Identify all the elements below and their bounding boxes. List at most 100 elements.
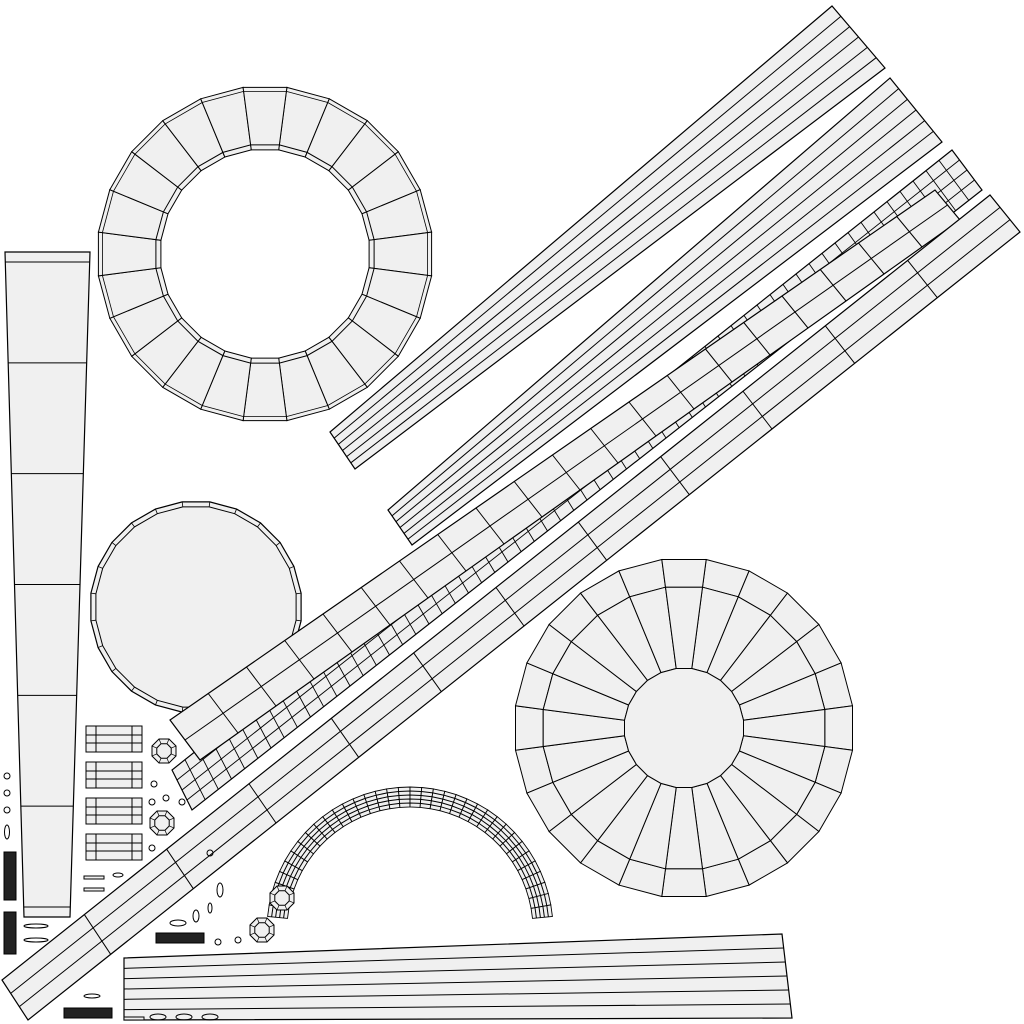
uv-diagonal-strip-5-segment-edge (166, 848, 194, 889)
uv-strip-bottom-loop-edge (123, 947, 784, 969)
uv-small-octagon-edge (156, 830, 160, 836)
uv-small-circle (162, 794, 170, 802)
uv-small-bar (83, 875, 105, 880)
uv-small-octagon-edge (269, 924, 275, 928)
uv-fan-disc-right (514, 558, 854, 898)
uv-diagonal-strip-5-segment-edge (330, 718, 360, 758)
uv-disc-left-edge (296, 592, 302, 595)
uv-disc-left-edge (131, 522, 135, 528)
uv-small-dark-strip (3, 911, 17, 955)
uv-small-rect-island (85, 761, 143, 789)
uv-small-octagon-edge (151, 753, 157, 757)
uv-small-circle (178, 798, 186, 806)
uv-diagonal-strip-4-segment-edge (207, 693, 239, 734)
uv-disc-left-edge (289, 566, 295, 569)
uv-small-octagon (269, 885, 295, 911)
uv-small-octagon-edge (171, 745, 177, 749)
uv-disc-left-edge (275, 542, 281, 546)
uv-arch (267, 786, 553, 919)
uv-fan-disc-right-outer-segment (515, 705, 544, 751)
uv-diagonal-strip-4 (169, 189, 961, 761)
uv-small-circle (148, 844, 156, 852)
uv-diagonal-strip-5-segment-edge (413, 652, 442, 692)
uv-small-octagon-edge (276, 905, 280, 911)
uv-small-octagon-inner (254, 922, 270, 938)
uv-diagonal-strip-4-segment-edge (284, 640, 315, 680)
uv-disc-left-edge (234, 508, 237, 514)
uv-disc-left-edge (181, 501, 184, 507)
uv-small-octagon-edge (166, 758, 170, 764)
uv-small-circle (214, 938, 222, 946)
uv-ring-top-outer-edge (102, 91, 429, 418)
uv-disc-left-edge (296, 619, 302, 622)
uv-disc-left-edge (208, 501, 211, 507)
uv-small-circle (206, 849, 214, 857)
uv-small-octagon-edge (269, 892, 275, 896)
uv-diagonal-strip-2-loop-edge (399, 109, 917, 528)
uv-small-octagon-edge (284, 905, 288, 911)
uv-small-bar (123, 1016, 145, 1021)
uv-diagonal-strip-4-segment-edge (781, 295, 809, 329)
uv-diagonal-strip-5-segment-edge (660, 456, 690, 495)
uv-fan-disc-right-outer-segment (661, 559, 707, 588)
uv-strip-bottom-loop-edge (123, 961, 786, 980)
uv-diagonal-strip-4-segment-edge (896, 216, 923, 248)
uv-arch-loop (283, 802, 537, 919)
uv-diagonal-strip-3-segment-edge (925, 170, 957, 211)
uv-small-octagon-edge (269, 932, 275, 936)
uv-strip-bottom-loop-edge (123, 975, 788, 990)
uv-small-octagon-edge (264, 937, 268, 943)
uv-diagonal-strip-2-loop-edge (403, 120, 925, 534)
uv-fan-disc-right-outer-segment (661, 868, 707, 897)
uv-small-ellipse (201, 1013, 219, 1021)
uv-diagonal-strip-1-loop-edge (333, 15, 842, 439)
uv-diagonal-strip-3-segment-edge (184, 759, 206, 800)
uv-small-ellipse (216, 882, 224, 898)
uv-diagonal-strip-2-loop-edge (407, 130, 934, 540)
uv-arch-segment (397, 786, 411, 808)
uv-small-bar (83, 887, 105, 892)
uv-diagonal-strip-4-segment-edge (858, 242, 885, 275)
uv-small-circle (148, 798, 156, 806)
uv-arch-loop (271, 790, 549, 917)
uv-small-octagon-edge (149, 817, 155, 821)
uv-small-octagon-inner (156, 743, 172, 759)
uv-diagonal-strip-5-segment-edge (83, 914, 112, 955)
uv-small-ellipse (175, 1013, 193, 1021)
uv-small-ellipse (112, 872, 124, 878)
uv-diagonal-strip-4-segment-edge (513, 481, 543, 518)
uv-small-ellipse (207, 902, 213, 914)
uv-disc-left-edge (97, 645, 103, 648)
uv-small-ellipse (4, 824, 10, 840)
uv-small-octagon-edge (169, 817, 175, 821)
uv-small-octagon-edge (264, 917, 268, 923)
uv-diagonal-strip-5-segment-edge (742, 390, 773, 430)
uv-fan-disc-right-center-cap (624, 668, 744, 788)
uv-diagonal-strip-1-loop-edge (350, 57, 877, 464)
uv-diagonal-strip-4-segment-edge (590, 428, 619, 464)
uv-small-octagon (249, 917, 275, 943)
uv-small-octagon-edge (256, 917, 260, 923)
uv-small-circle (3, 789, 11, 797)
uv-diagonal-strip-5-segment-edge (824, 325, 856, 364)
uv-small-octagon-edge (151, 745, 157, 749)
uv-diagonal-strip-5-segment-edge (248, 783, 277, 824)
uv-strip-bottom-loop-edge (123, 1003, 791, 1011)
uv-small-octagon (151, 738, 177, 764)
uv-small-circle (150, 780, 158, 788)
uv-small-octagon-edge (269, 900, 275, 904)
uv-small-octagon-edge (256, 937, 260, 943)
uv-disc-left-edge (155, 508, 158, 514)
uv-small-ellipse (83, 993, 101, 999)
uv-small-circle (3, 772, 11, 780)
uv-ring-top (97, 86, 433, 422)
uv-fan-disc-right-outer-segment (824, 705, 853, 751)
uv-disc-left-edge (90, 619, 96, 622)
uv-ring-top-inner-edge (155, 144, 375, 364)
uv-diagonal-strip-4-segment-edge (360, 587, 391, 626)
uv-diagonal-strip-4-segment-edge (399, 560, 429, 599)
uv-small-circle (3, 806, 11, 814)
uv-small-dark-strip (3, 851, 17, 901)
uv-diagonal-strip-4-segment-edge (705, 348, 733, 383)
uv-small-rect-island (85, 833, 143, 861)
